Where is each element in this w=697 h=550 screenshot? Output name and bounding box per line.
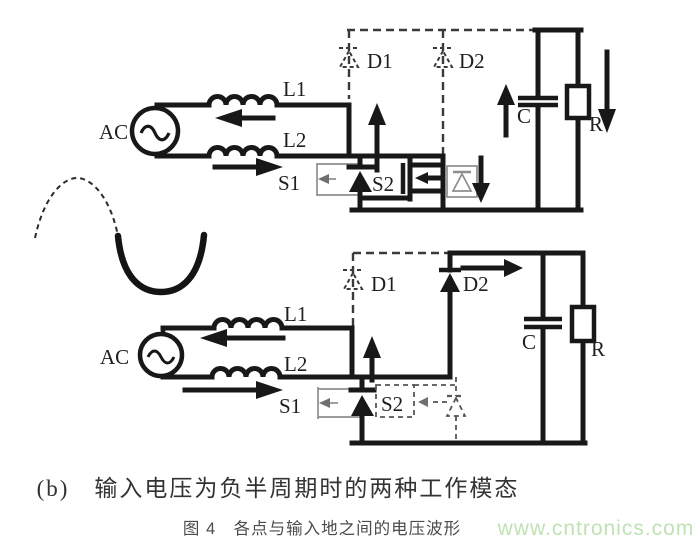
label-s2-mode2: S2	[381, 392, 403, 416]
label-l2-mode1: L2	[283, 128, 306, 152]
current-arrow-down-S2-mode1	[472, 155, 490, 203]
diode-D2-mode1	[432, 47, 454, 68]
s2-arrow-mode2	[418, 397, 428, 407]
current-arrow-up-mode1	[368, 103, 386, 173]
input-sine-wave	[34, 176, 208, 296]
mosfet-S2-mode2	[375, 377, 467, 443]
label-s2-mode1: S2	[372, 172, 394, 196]
label-s1-mode1: S1	[278, 171, 300, 195]
mode1-circuit: AC L1 L2 S1 S2 D1 D2 C R	[99, 27, 616, 213]
resistor-R-mode1	[564, 83, 592, 121]
label-d2-mode2: D2	[463, 272, 489, 296]
current-arrow-L2-right-mode2	[182, 381, 283, 399]
current-arrow-up-output-mode1	[497, 84, 515, 138]
label-d1-mode2: D1	[371, 272, 397, 296]
current-arrow-L1-left-mode2	[200, 329, 286, 347]
inductor-L2-mode1	[206, 145, 280, 159]
mosfet-S1-mode1	[316, 163, 360, 196]
s1-arrow-mode1	[318, 174, 329, 184]
s1-arrow-mode2	[319, 398, 330, 408]
sine-icon	[146, 349, 176, 365]
mode-caption: (b) 输入电压为负半周期时的两种工作模态	[37, 476, 520, 501]
mode2-circuit: AC L1 L2 S1 S2 D1 D2 C R	[100, 250, 605, 446]
label-r-mode1: R	[589, 112, 603, 136]
current-arrow-up-mode2	[363, 336, 381, 383]
watermark-text: www.cntronics.com	[497, 517, 695, 540]
body-diode-S2-mode1	[446, 165, 478, 198]
capacitor-C-mode1	[518, 95, 558, 108]
label-l1-mode2: L1	[284, 302, 307, 326]
diode-D1-mode2	[342, 269, 364, 290]
resistor-R-mode2	[569, 304, 597, 344]
sine-positive-half-dashed	[34, 176, 119, 239]
l1-wire-right-mode1	[274, 102, 352, 159]
label-l1-mode1: L1	[283, 77, 306, 101]
sine-icon	[139, 124, 171, 142]
label-s1-mode2: S1	[279, 394, 301, 418]
label-ac-mode2: AC	[100, 345, 129, 369]
body-diode-S1-mode1	[346, 153, 413, 213]
body-diode-S1-mode2	[348, 374, 377, 446]
figure-caption: 图 4 各点与输入地之间的电压波形	[183, 519, 461, 538]
diode-D2-mode2	[439, 267, 461, 292]
diode-D1-mode1	[338, 47, 360, 68]
current-arrow-down-load-mode1	[598, 49, 616, 133]
mosfet-S2-mode1	[400, 153, 446, 213]
inductor-L2-mode2	[209, 366, 283, 380]
label-d1-mode1: D1	[367, 49, 393, 73]
s2-arrow-mode1	[415, 172, 428, 184]
inductor-L1-mode1	[206, 94, 280, 108]
current-arrow-L1-left-mode1	[215, 109, 276, 127]
current-arrow-right-D2-mode2	[460, 259, 523, 277]
label-r-mode2: R	[591, 337, 605, 361]
label-d2-mode1: D2	[459, 49, 485, 73]
label-c-mode2: C	[522, 330, 536, 354]
capacitor-C-mode2	[524, 316, 562, 330]
label-l2-mode2: L2	[284, 352, 307, 376]
inductor-L1-mode2	[211, 317, 285, 331]
label-ac-mode1: AC	[99, 120, 128, 144]
label-c-mode1: C	[517, 104, 531, 128]
current-arrow-L2-right-mode1	[212, 158, 283, 176]
sine-negative-half-solid	[114, 231, 208, 296]
